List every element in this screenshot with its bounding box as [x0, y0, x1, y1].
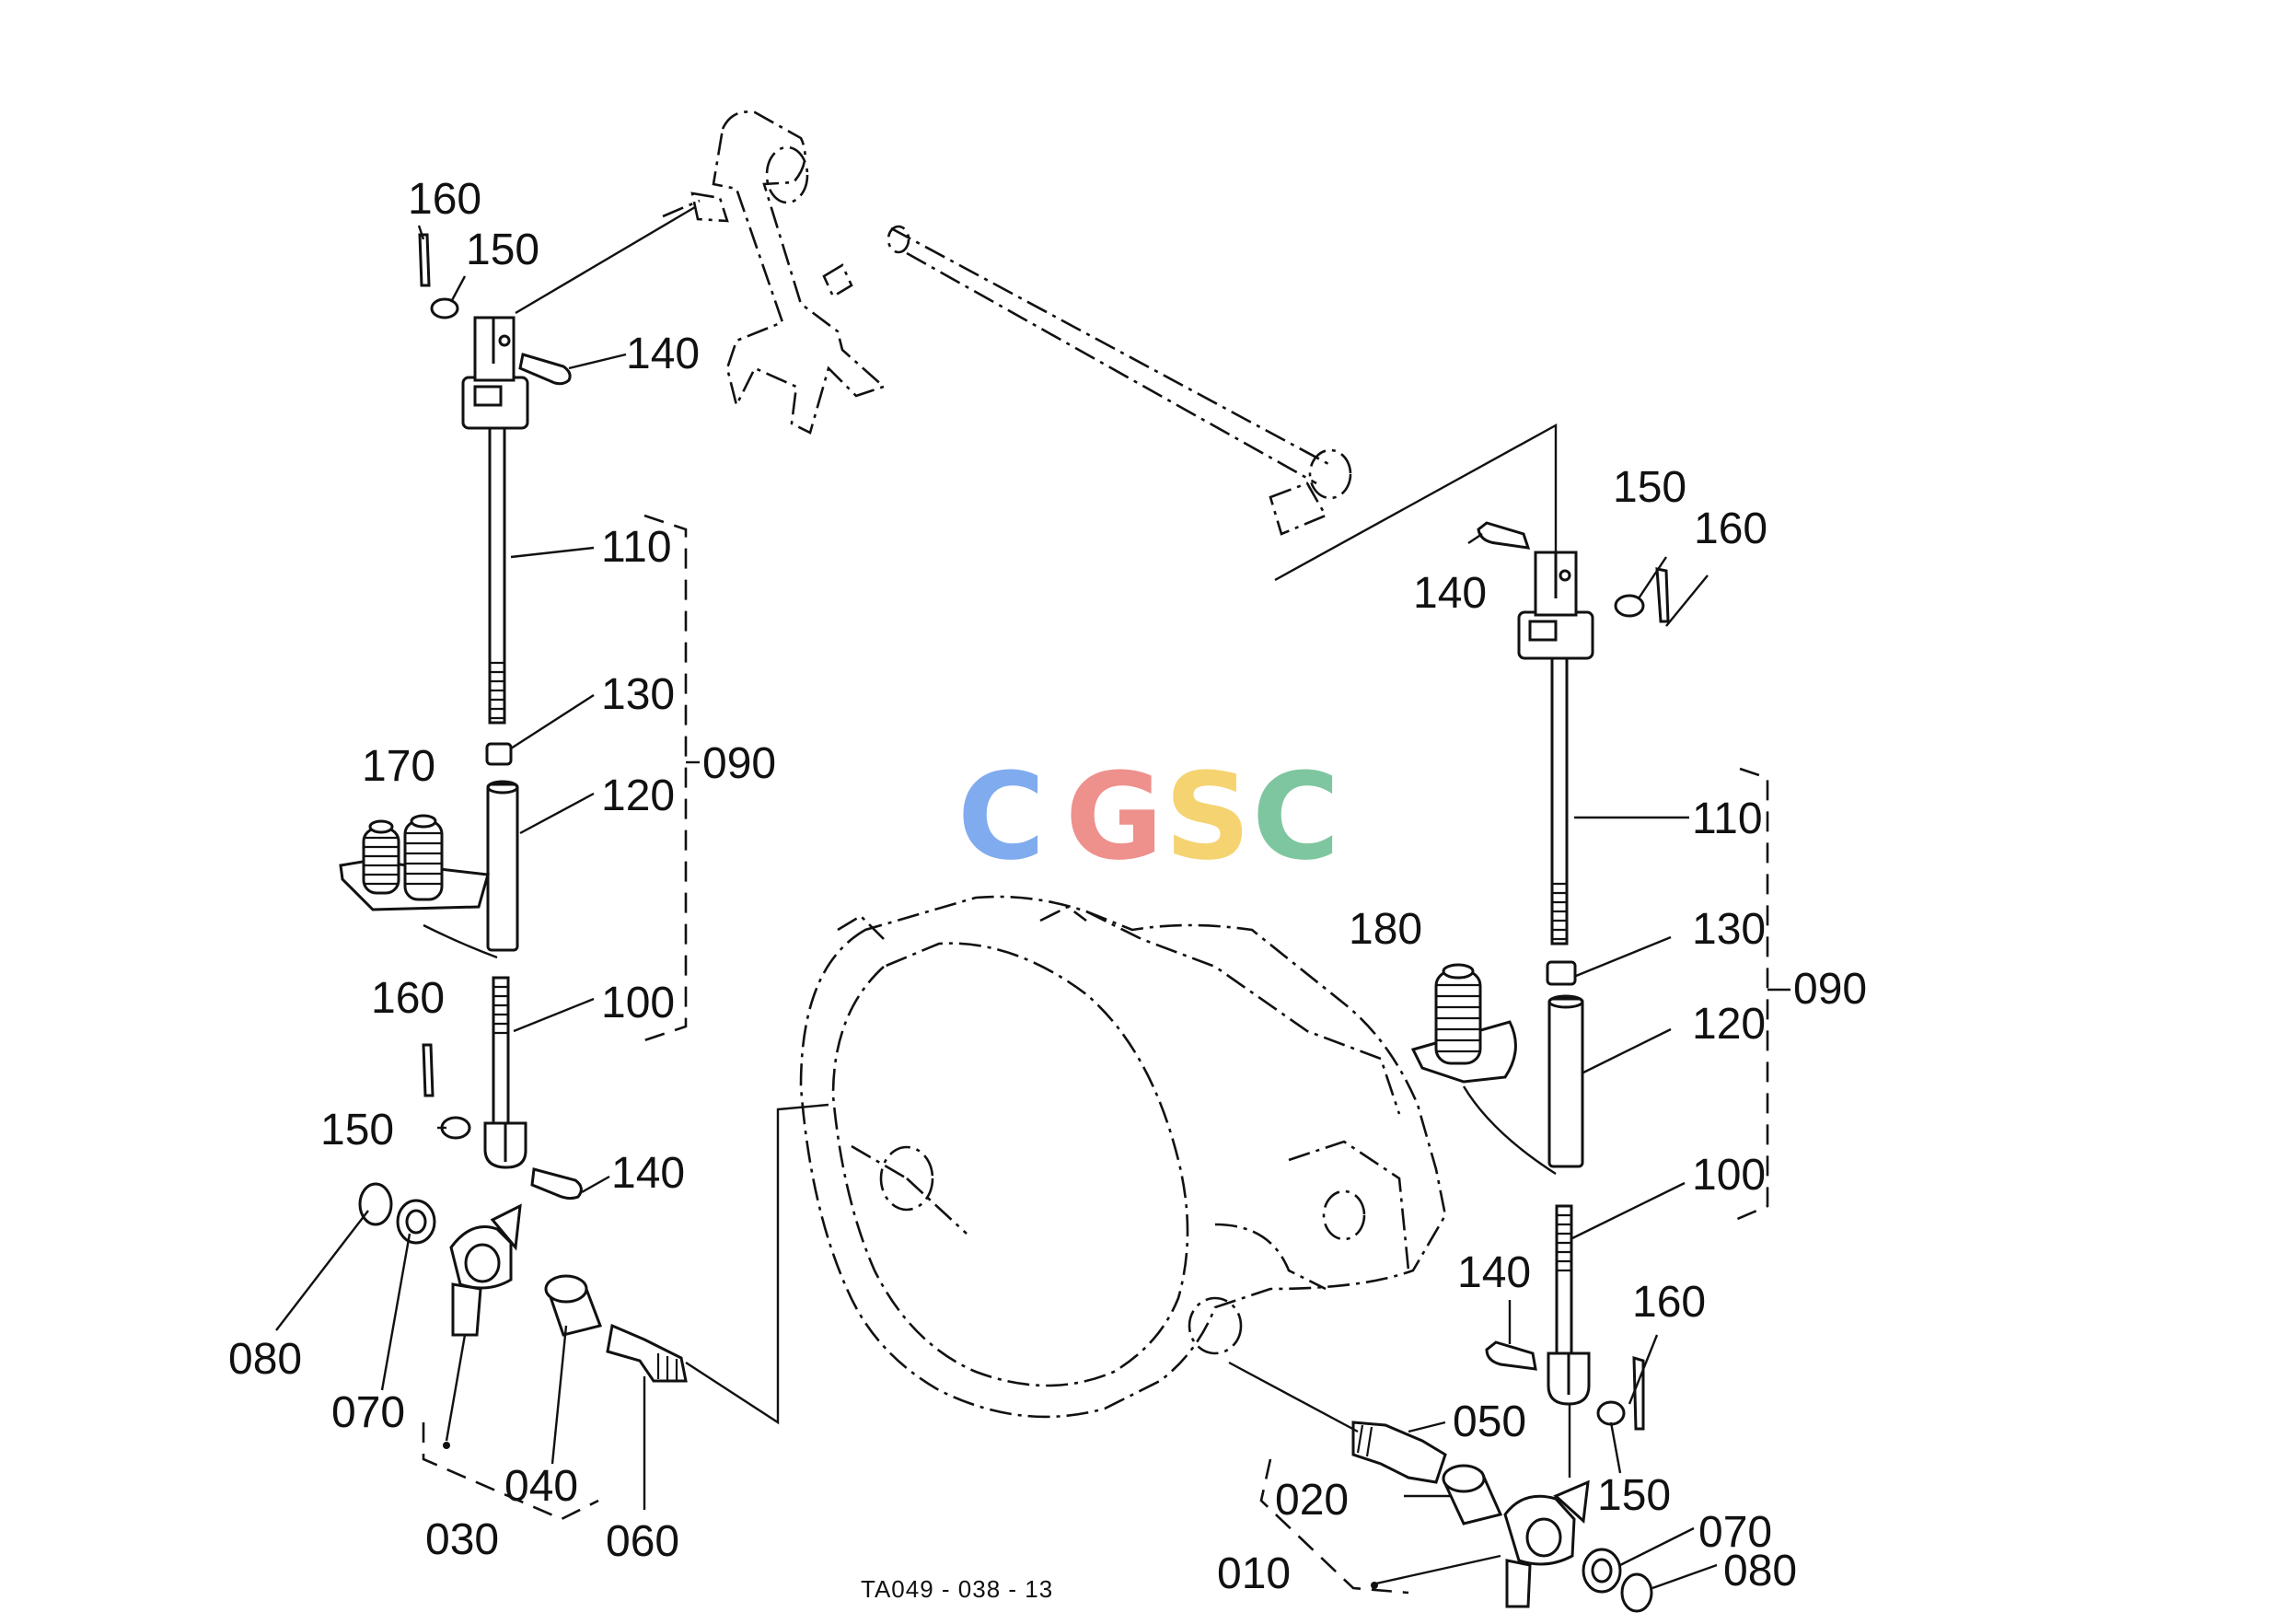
right-rod-assembly [1228, 521, 1670, 1613]
callout-right-130: 130 [1692, 905, 1766, 954]
right-rod-110 [1550, 656, 1569, 945]
callout-left-060: 060 [606, 1517, 679, 1566]
right-cotter-pin-160-bot [1632, 1355, 1645, 1431]
right-rod-100 [1555, 1204, 1573, 1360]
left-rod-110 [488, 426, 506, 725]
callout-left-120: 120 [601, 771, 675, 820]
left-bushing-040 [544, 1274, 602, 1337]
callouts-right: 150 160 140 110 180 130 120 090 100 140 … [1217, 463, 1867, 1598]
left-cotter-pin-160-bot [422, 1043, 435, 1097]
left-shaft-060 [606, 1323, 688, 1383]
transmission-housing [799, 895, 1447, 1419]
callout-right-150-bot: 150 [1597, 1471, 1671, 1520]
right-sleeve-120 [1547, 997, 1584, 1168]
right-clevis-pin-140-top [1477, 521, 1531, 550]
right-bushing-020 [1442, 1464, 1503, 1525]
callout-right-180: 180 [1349, 905, 1422, 954]
right-snap-ring-080 [1620, 1572, 1653, 1613]
right-clevis-pin-140-bot [1485, 1340, 1537, 1371]
leader-lines [275, 225, 1790, 1595]
callout-right-160-bot: 160 [1632, 1278, 1706, 1327]
figure-code: TA049 - 038 - 13 [861, 1575, 1053, 1603]
right-washer-070 [1582, 1548, 1622, 1594]
callout-right-160-top: 160 [1694, 505, 1767, 553]
callout-left-140-bot: 140 [611, 1149, 685, 1198]
watermark-letter-g: G [1065, 747, 1164, 887]
left-cotter-pin-160-top [418, 233, 431, 287]
pedal-arm [662, 110, 887, 435]
callout-left-170: 170 [362, 742, 435, 791]
watermark-letter-s: S [1165, 747, 1251, 887]
left-clevis-pin-140-bot [530, 1167, 583, 1201]
callout-right-010: 010 [1217, 1549, 1291, 1598]
callout-left-100: 100 [601, 979, 675, 1027]
left-snap-ring-080 [358, 1182, 393, 1226]
callout-right-150-top: 150 [1613, 463, 1686, 512]
callout-left-150-top: 150 [466, 226, 539, 274]
callout-right-080: 080 [1723, 1547, 1797, 1595]
callouts-left: 160 150 140 110 130 170 120 090 100 160 … [228, 175, 776, 1566]
watermark-letter-c1: C [957, 747, 1045, 887]
left-rod-assembly [339, 205, 829, 1425]
right-shaft-050 [1351, 1421, 1447, 1484]
right-cotter-pin-160-top [1655, 567, 1670, 623]
callout-right-110: 110 [1692, 795, 1763, 843]
callout-right-100: 100 [1692, 1151, 1766, 1200]
left-nut-130 [485, 742, 513, 766]
callout-left-130: 130 [601, 670, 675, 719]
left-clevis-pin-140-top [518, 353, 572, 386]
right-washer-150-bot [1596, 1400, 1626, 1426]
callout-right-050: 050 [1453, 1398, 1526, 1446]
callout-left-030: 030 [425, 1515, 499, 1564]
callout-left-070: 070 [331, 1388, 405, 1437]
callout-right-090: 090 [1793, 965, 1867, 1014]
watermark-letter-c2: C [1252, 747, 1339, 887]
callout-left-160-bot: 160 [371, 974, 445, 1023]
callout-right-140-top: 140 [1413, 569, 1487, 618]
left-washer-150-top [430, 297, 459, 319]
callout-right-020: 020 [1275, 1476, 1349, 1525]
callout-left-140-top: 140 [626, 330, 700, 378]
left-upper-clevis [461, 316, 529, 430]
callout-left-090: 090 [702, 739, 776, 788]
callout-left-150-bot: 150 [320, 1106, 394, 1154]
right-upper-clevis [1517, 551, 1594, 660]
left-rod-100 [492, 976, 510, 1131]
callout-left-080: 080 [228, 1335, 302, 1384]
right-washer-150-top [1614, 594, 1645, 618]
callout-right-070: 070 [1698, 1508, 1772, 1557]
right-spring-180 [1410, 963, 1557, 1176]
callout-right-140-bot: 140 [1457, 1248, 1531, 1297]
right-nut-130 [1546, 960, 1577, 986]
left-washer-070 [396, 1199, 436, 1245]
right-lever-010 [1503, 1479, 1590, 1608]
left-sleeve-120 [486, 783, 519, 952]
watermark: C G S C [957, 747, 1339, 887]
callout-left-110: 110 [601, 523, 672, 572]
callout-right-120: 120 [1692, 1000, 1766, 1049]
callout-left-040: 040 [504, 1462, 578, 1511]
left-spring-170 [339, 814, 498, 959]
left-lever-030 [449, 1203, 522, 1337]
callout-left-160-top: 160 [408, 175, 481, 224]
cross-shaft [887, 225, 1558, 582]
